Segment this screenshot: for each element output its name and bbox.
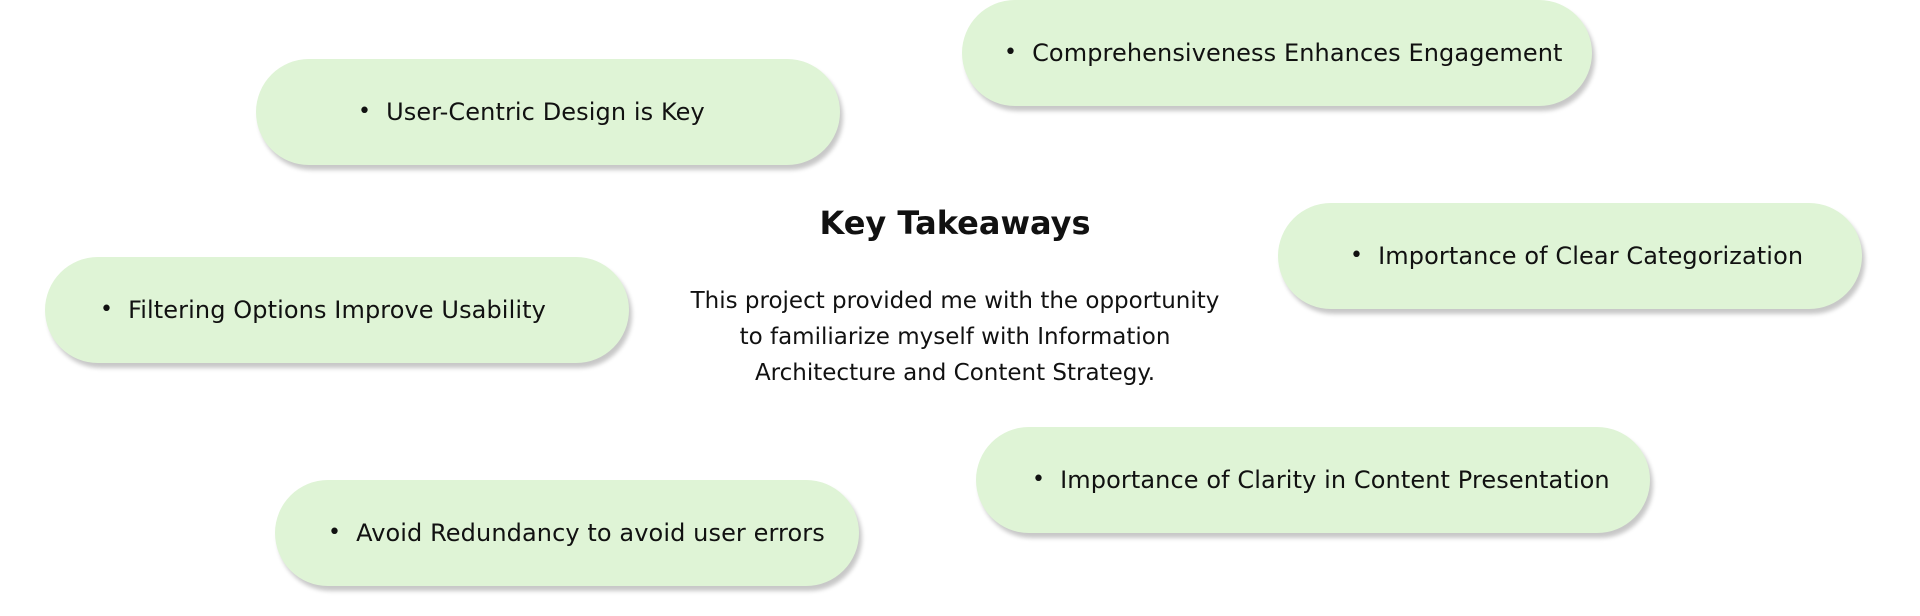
description-text: This project provided me with the opport…	[690, 288, 1220, 386]
takeaway-label: Importance of Clear Categorization	[1378, 242, 1804, 270]
page-title: Key Takeaways	[819, 204, 1091, 242]
takeaway-pill-filtering: • Filtering Options Improve Usability	[45, 257, 629, 363]
takeaway-item: • User-Centric Design is Key	[358, 98, 705, 126]
takeaway-item: • Importance of Clarity in Content Prese…	[1032, 466, 1610, 494]
takeaway-label: Importance of Clarity in Content Present…	[1060, 466, 1610, 494]
bullet-icon: •	[1004, 40, 1018, 65]
takeaway-item: • Avoid Redundancy to avoid user errors	[328, 519, 825, 547]
bullet-icon: •	[1032, 467, 1046, 492]
takeaway-pill-redundancy: • Avoid Redundancy to avoid user errors	[275, 480, 859, 586]
takeaway-label: Avoid Redundancy to avoid user errors	[356, 519, 825, 547]
bullet-icon: •	[328, 520, 342, 545]
takeaway-label: User-Centric Design is Key	[386, 98, 705, 126]
bullet-icon: •	[100, 297, 114, 322]
takeaway-label: Filtering Options Improve Usability	[128, 296, 546, 324]
takeaway-pill-user-centric: • User-Centric Design is Key	[256, 59, 840, 165]
takeaway-item: • Comprehensiveness Enhances Engagement	[1004, 39, 1563, 67]
takeaway-label: Comprehensiveness Enhances Engagement	[1032, 39, 1563, 67]
takeaway-item: • Filtering Options Improve Usability	[100, 296, 546, 324]
bullet-icon: •	[358, 99, 372, 124]
takeaway-item: • Importance of Clear Categorization	[1350, 242, 1803, 270]
takeaway-pill-clarity: • Importance of Clarity in Content Prese…	[976, 427, 1650, 533]
bullet-icon: •	[1350, 243, 1364, 268]
takeaway-pill-comprehensiveness: • Comprehensiveness Enhances Engagement	[962, 0, 1592, 106]
takeaway-pill-categorization: • Importance of Clear Categorization	[1278, 203, 1862, 309]
